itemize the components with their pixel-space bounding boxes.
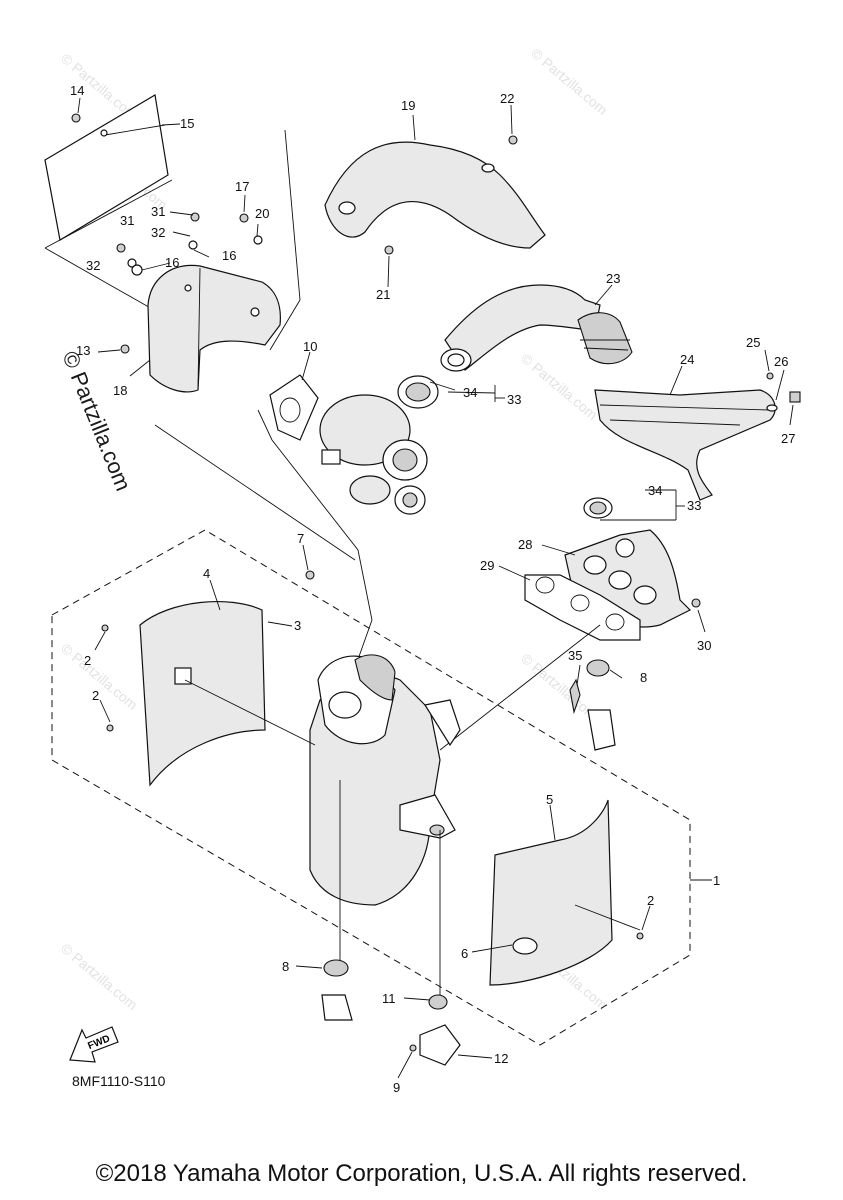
- callout-25: 25: [746, 335, 760, 350]
- callout-31: 31: [120, 213, 134, 228]
- catalog-code: 8MF1110-S110: [72, 1073, 166, 1089]
- callout-11: 11: [382, 991, 396, 1006]
- fasteners: [71, 113, 774, 1052]
- callout-1: 1: [713, 873, 720, 888]
- callout-35: 35: [568, 648, 582, 663]
- callout-32: 32: [151, 225, 165, 240]
- cover-4: [139, 601, 316, 787]
- fwd-arrow-icon: FWD: [69, 1026, 119, 1063]
- callout-8: 8: [640, 670, 647, 685]
- callout-34: 34: [648, 483, 662, 498]
- watermark: © Partzilla.com: [528, 45, 611, 118]
- clamp-33-lower: [583, 497, 613, 519]
- watermark: © Partzilla.com: [518, 350, 601, 423]
- callout-26: 26: [774, 354, 788, 369]
- callout-20: 20: [255, 206, 269, 221]
- callout-18: 18: [113, 383, 127, 398]
- callout-33: 33: [687, 498, 701, 513]
- cover-5: [489, 799, 641, 986]
- watermark: © Partzilla.com: [58, 940, 141, 1013]
- callout-2: 2: [92, 688, 99, 703]
- hose-23: [440, 284, 633, 372]
- callout-29: 29: [480, 558, 494, 573]
- callout-2: 2: [84, 653, 91, 668]
- callouts: 1 2 2 2 3 4 5 6 7 8 8 9 10 11 12 13 14 1…: [70, 83, 795, 1095]
- callout-21: 21: [376, 287, 390, 302]
- callout-12: 12: [494, 1051, 508, 1066]
- gasket-29: [439, 574, 641, 751]
- callout-23: 23: [606, 271, 620, 286]
- heat-cover-18: [147, 129, 356, 561]
- callout-34: 34: [463, 385, 477, 400]
- leader-lines: [77, 97, 794, 1079]
- callout-13: 13: [76, 343, 90, 358]
- callout-10: 10: [303, 339, 317, 354]
- hose-19: [324, 141, 546, 249]
- callout-8: 8: [282, 959, 289, 974]
- callout-30: 30: [697, 638, 711, 653]
- heat-shield-24: [594, 389, 801, 501]
- callout-16: 16: [165, 255, 179, 270]
- watermark-side: © Partzilla.com: [57, 348, 136, 495]
- clamp-33-upper: [397, 375, 456, 409]
- callout-17: 17: [235, 179, 249, 194]
- callout-9: 9: [393, 1080, 400, 1095]
- callout-27: 27: [781, 431, 795, 446]
- callout-7: 7: [297, 531, 304, 546]
- callout-2: 2: [647, 893, 654, 908]
- callout-24: 24: [680, 352, 694, 367]
- callout-15: 15: [180, 116, 194, 131]
- mount-8-upper: [586, 659, 616, 751]
- callout-19: 19: [401, 98, 415, 113]
- callout-32: 32: [86, 258, 100, 273]
- callout-3: 3: [294, 618, 301, 633]
- callout-16: 16: [222, 248, 236, 263]
- mount-8-lower: [321, 780, 353, 1021]
- callout-14: 14: [70, 83, 84, 98]
- bracket-12: [419, 830, 461, 1066]
- callout-31: 31: [151, 204, 165, 219]
- callout-6: 6: [461, 946, 468, 961]
- callout-5: 5: [546, 792, 553, 807]
- watermark: © Partzilla.com: [58, 640, 141, 713]
- muffler: [309, 654, 461, 906]
- copyright-notice: ©2018 Yamaha Motor Corporation, U.S.A. A…: [95, 1160, 748, 1187]
- callout-22: 22: [500, 91, 514, 106]
- callout-33: 33: [507, 392, 521, 407]
- turbocharger-10: [257, 374, 428, 781]
- callout-28: 28: [518, 537, 532, 552]
- callout-4: 4: [203, 566, 210, 581]
